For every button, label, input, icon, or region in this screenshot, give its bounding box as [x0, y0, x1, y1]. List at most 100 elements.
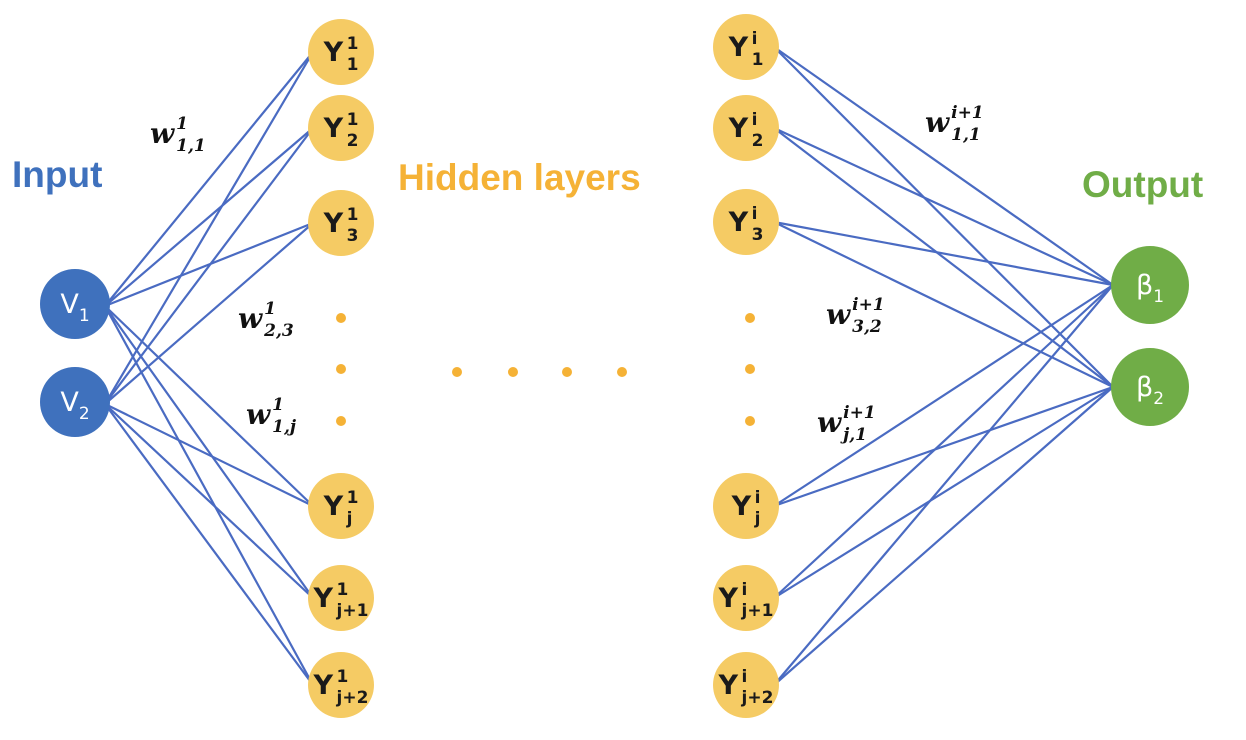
node-label-sub: j+2	[336, 688, 369, 708]
node-label-sup: 1	[337, 667, 349, 687]
hidden-first-node-circle	[308, 652, 374, 718]
node-label-sup: 1	[347, 34, 359, 54]
weight-sup: 1	[272, 395, 284, 415]
weight-base: w	[817, 406, 842, 439]
hidden-first-node-circle	[308, 473, 374, 539]
hidden-last-node-circle	[713, 14, 779, 80]
edge-input-2-to-hidden-6	[104, 403, 314, 686]
node-label: V2	[60, 387, 89, 424]
node-label-sup: i	[752, 29, 758, 49]
node-label: β1	[1136, 270, 1164, 307]
hidden-first-node-circle	[308, 565, 374, 631]
weight-sub: 1,1	[951, 125, 981, 145]
node-label: β2	[1136, 372, 1164, 409]
node-label-base: β	[1136, 372, 1153, 403]
output-node-1: β1	[1111, 246, 1189, 324]
edge-hidden-3-to-output-2	[773, 221, 1114, 388]
weight-sub: 1,j	[272, 417, 297, 437]
node-label-base: Y	[718, 670, 739, 701]
node-label-base: Y	[728, 207, 749, 238]
edge-input-1-to-hidden-1	[104, 51, 314, 307]
edge-input-2-to-hidden-1	[104, 51, 314, 405]
ellipsis-dot	[336, 313, 346, 323]
edge-input-1-to-hidden-6	[104, 305, 314, 686]
node-label-sub: 3	[752, 225, 764, 245]
node-label: V1	[60, 289, 89, 326]
node-label-sub: 2	[1153, 389, 1164, 409]
input-title: Input	[12, 154, 102, 195]
node-label-base: Y	[323, 491, 344, 522]
edge-input-1-to-hidden-5	[104, 305, 314, 599]
hidden-last-node-circle	[713, 652, 779, 718]
ellipsis-dot	[617, 367, 627, 377]
output-title: Output	[1082, 164, 1203, 205]
ellipsis-dot	[745, 364, 755, 374]
node-label-sup: i	[742, 580, 748, 600]
edge-hidden-2-to-output-1	[773, 127, 1114, 286]
node-label-sub: 1	[1153, 287, 1164, 307]
hidden-first-node-circle	[308, 19, 374, 85]
node-label-sup: i	[755, 488, 761, 508]
node-label-sub: 1	[752, 50, 764, 70]
hidden-first-node-circle	[308, 190, 374, 256]
node-label-base: Y	[728, 113, 749, 144]
weight-base: w	[826, 298, 851, 331]
edge-input-2-to-hidden-5	[104, 403, 314, 599]
input-node-2: V2	[40, 367, 110, 437]
weight-sup: 1	[264, 299, 276, 319]
weight-sup: 1	[176, 114, 188, 134]
ellipsis-dot	[452, 367, 462, 377]
weight-sup: i+1	[852, 295, 885, 315]
node-label-base: Y	[323, 113, 344, 144]
edge-input-2-to-hidden-3	[104, 222, 314, 405]
node-label-sub: 1	[79, 306, 90, 326]
weight-sub: 2,3	[263, 321, 294, 341]
ellipsis-dot	[562, 367, 572, 377]
hidden-layers-title: Hidden layers	[398, 157, 641, 198]
node-label-sub: j+1	[741, 601, 774, 621]
weight-sub: j,1	[840, 425, 867, 445]
node-label-sub: j	[346, 509, 353, 529]
node-label-sub: 2	[752, 131, 764, 151]
node-label-sub: 1	[347, 55, 359, 75]
node-label-sup: i	[752, 204, 758, 224]
node-label-sup: i	[742, 667, 748, 687]
output-node-2: β2	[1111, 348, 1189, 426]
output-node-circle	[1111, 246, 1189, 324]
node-label-sup: 1	[337, 580, 349, 600]
hidden-last-node-circle	[713, 95, 779, 161]
node-label-sub: j+2	[741, 688, 774, 708]
node-label-sup: 1	[347, 205, 359, 225]
edge-input-2-to-hidden-2	[104, 127, 314, 405]
edge-input-2-to-hidden-4	[104, 403, 314, 507]
edge-hidden-5-to-output-1	[773, 284, 1114, 599]
node-label-sub: 2	[347, 131, 359, 151]
edge-hidden-1-to-output-2	[773, 46, 1114, 388]
node-label-base: Y	[718, 583, 739, 614]
node-label-sub: j+1	[336, 601, 369, 621]
ellipsis-dot	[336, 416, 346, 426]
edge-input-1-to-hidden-4	[104, 305, 314, 507]
weight-base: w	[925, 106, 950, 139]
hidden-last-node-circle	[713, 565, 779, 631]
